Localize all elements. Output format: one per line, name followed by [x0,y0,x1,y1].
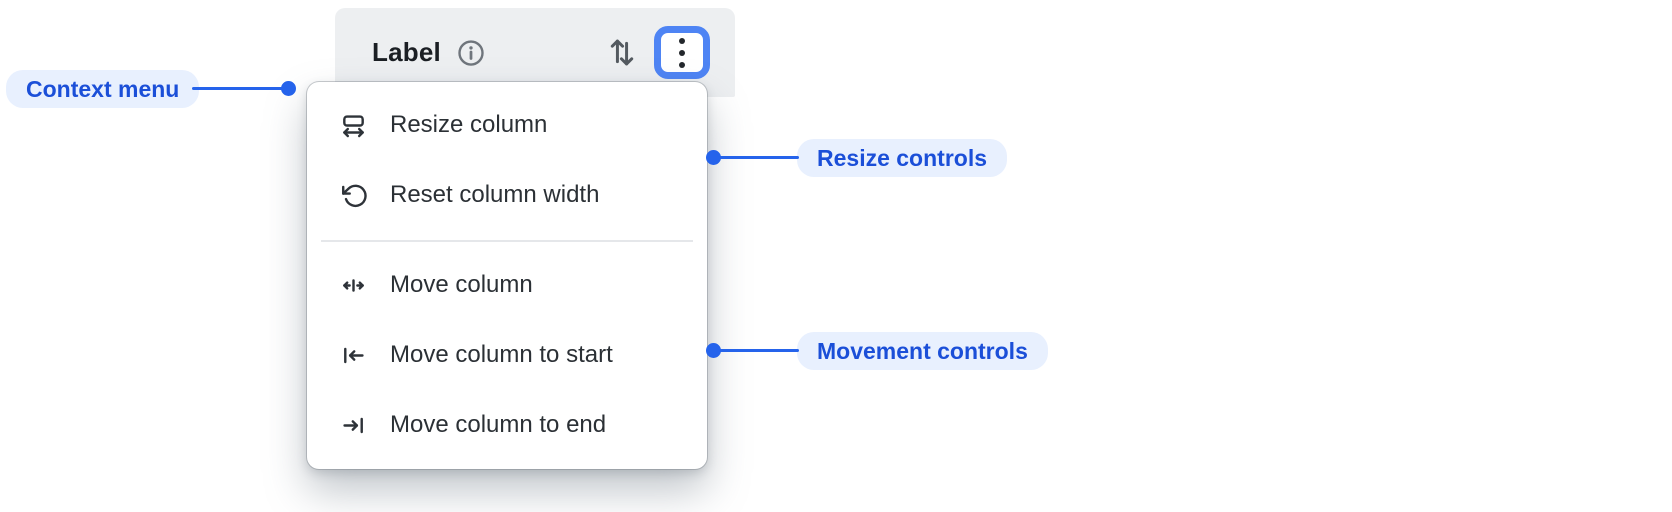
menu-item-move-column[interactable]: Move column [307,250,707,320]
menu-divider [321,240,693,242]
connector-line [192,87,288,90]
column-menu-button[interactable] [654,26,710,79]
connector-dot [706,343,721,358]
menu-item-reset-column-width[interactable]: Reset column width [307,160,707,230]
menu-item-resize-column[interactable]: Resize column [307,90,707,160]
connector-line [713,349,799,352]
sort-button[interactable] [606,34,638,71]
move-to-end-icon [339,411,368,440]
annotation-label-resize-controls: Resize controls [797,139,1007,177]
connector-line [713,156,799,159]
menu-item-label: Move column [390,271,533,298]
connector-dot [706,150,721,165]
menu-item-label: Resize column [390,111,548,138]
menu-item-move-column-to-start[interactable]: Move column to start [307,320,707,390]
menu-item-label: Reset column width [390,181,600,208]
menu-item-move-column-to-end[interactable]: Move column to end [307,390,707,460]
context-menu: Resize column Reset column width [307,82,707,469]
annotation-label-context-menu: Context menu [6,70,200,108]
sort-arrows-icon [610,39,634,66]
connector-dot [281,81,296,96]
move-to-start-icon [339,341,368,370]
menu-item-label: Move column to end [390,411,607,438]
rotate-ccw-icon [339,181,368,210]
column-header-label: Label [372,37,441,67]
resize-column-icon [339,111,368,140]
kebab-menu-icon [679,37,685,68]
annotation-label-movement-controls: Movement controls [797,332,1048,370]
move-horizontal-icon [339,271,368,300]
menu-item-label: Move column to start [390,341,613,368]
info-icon[interactable] [456,38,486,68]
